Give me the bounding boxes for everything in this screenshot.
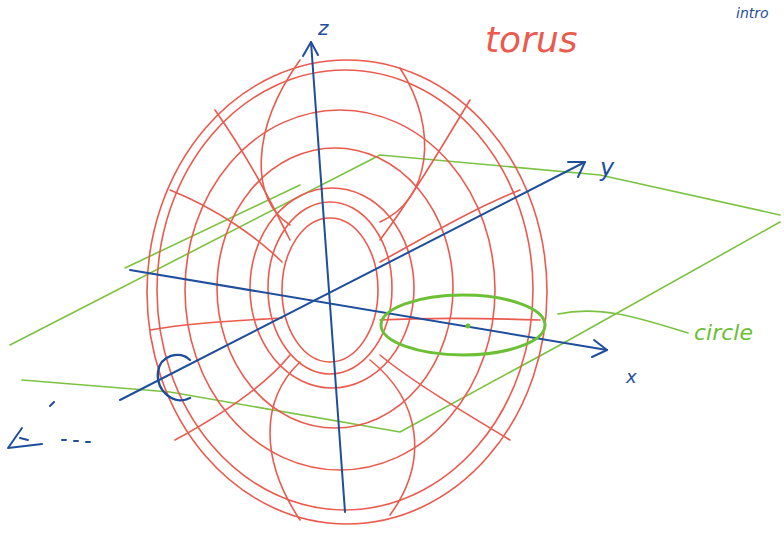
axis-label: y bbox=[600, 156, 614, 180]
section-arc bbox=[158, 355, 190, 400]
note-label: intro bbox=[736, 6, 769, 20]
circle-label: circle bbox=[694, 322, 753, 344]
circle-center bbox=[466, 324, 471, 329]
eye-symbol bbox=[8, 402, 90, 448]
torus-surface bbox=[147, 60, 547, 524]
plane bbox=[10, 155, 780, 432]
axis-label: z bbox=[318, 18, 329, 38]
axes bbox=[120, 42, 607, 512]
torus-title: torus bbox=[485, 22, 578, 58]
axis-label: x bbox=[626, 368, 637, 386]
leader-line bbox=[558, 311, 688, 333]
cross-section-circle bbox=[381, 295, 545, 355]
